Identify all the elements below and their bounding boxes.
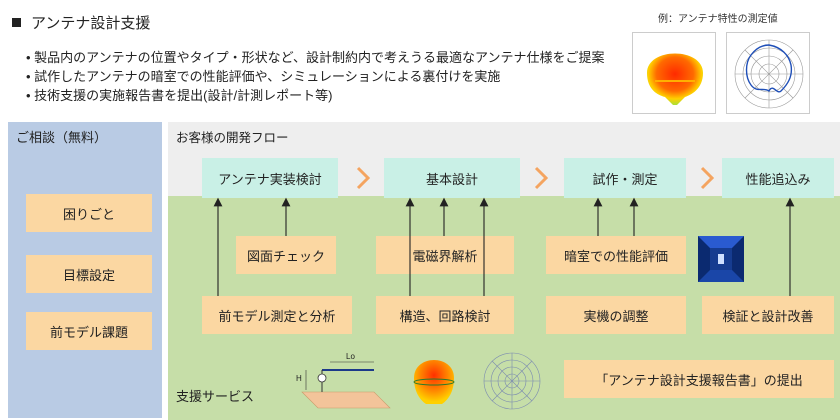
sketch-label-lo: Lo [346,352,355,361]
bullet-list: 製品内のアンテナの位置やタイプ・形状など、設計制約内で考えうる最適なアンテナ仕様… [26,48,604,105]
flow-chevron-icon [700,166,714,190]
stage-basic-design: 基本設計 [384,158,520,198]
stage-performance-tuning: 性能追込み [722,158,834,198]
support-em-analysis: 電磁界解析 [376,236,514,274]
consult-item-prev-model: 前モデル課題 [26,312,152,350]
polar-pattern-image [726,32,810,114]
support-prev-model-analysis: 前モデル測定と分析 [202,296,352,334]
consult-item-troubles: 困りごと [26,194,152,232]
support-drawing-check: 図面チェック [236,236,336,274]
antenna-sketch-image: Lo H [294,352,394,410]
bullet-item: 試作したアンテナの暗室での性能評価や、シミュレーションによる裏付けを実施 [26,67,604,86]
stage-prototype-measurement: 試作・測定 [564,158,686,198]
polar-grid-small-image [480,350,544,412]
page-title-text: アンテナ設計支援 [31,15,151,32]
support-darkroom-evaluation: 暗室での性能評価 [546,236,686,274]
development-flow-title: お客様の開発フロー [176,131,289,145]
bullet-item: 技術支援の実施報告書を提出(設計/計測レポート等) [26,86,604,105]
square-bullet-icon [12,18,21,27]
support-structure-circuit: 構造、回路検討 [376,296,514,334]
flow-chevron-icon [356,166,370,190]
consultation-title: ご相談（無料） [16,130,108,145]
report-submission: 「アンテナ設計支援報告書」の提出 [564,360,834,398]
radiation-pattern-small-image [406,352,462,412]
radiation-pattern-3d-image [632,32,716,114]
bullet-item: 製品内のアンテナの位置やタイプ・形状など、設計制約内で考えうる最適なアンテナ仕様… [26,48,604,67]
flow-chevron-icon [534,166,548,190]
sketch-label-h: H [296,374,302,383]
page-title: アンテナ設計支援 [12,12,150,33]
anechoic-chamber-image [698,236,744,282]
support-services-title: 支援サービス [176,389,255,404]
support-verify-improve: 検証と設計改善 [702,296,834,334]
example-caption: 例：アンテナ特性の測定値 [658,14,778,25]
support-device-adjustment: 実機の調整 [546,296,686,334]
consult-item-goals: 目標設定 [26,255,152,293]
stage-antenna-implementation: アンテナ実装検討 [202,158,338,198]
